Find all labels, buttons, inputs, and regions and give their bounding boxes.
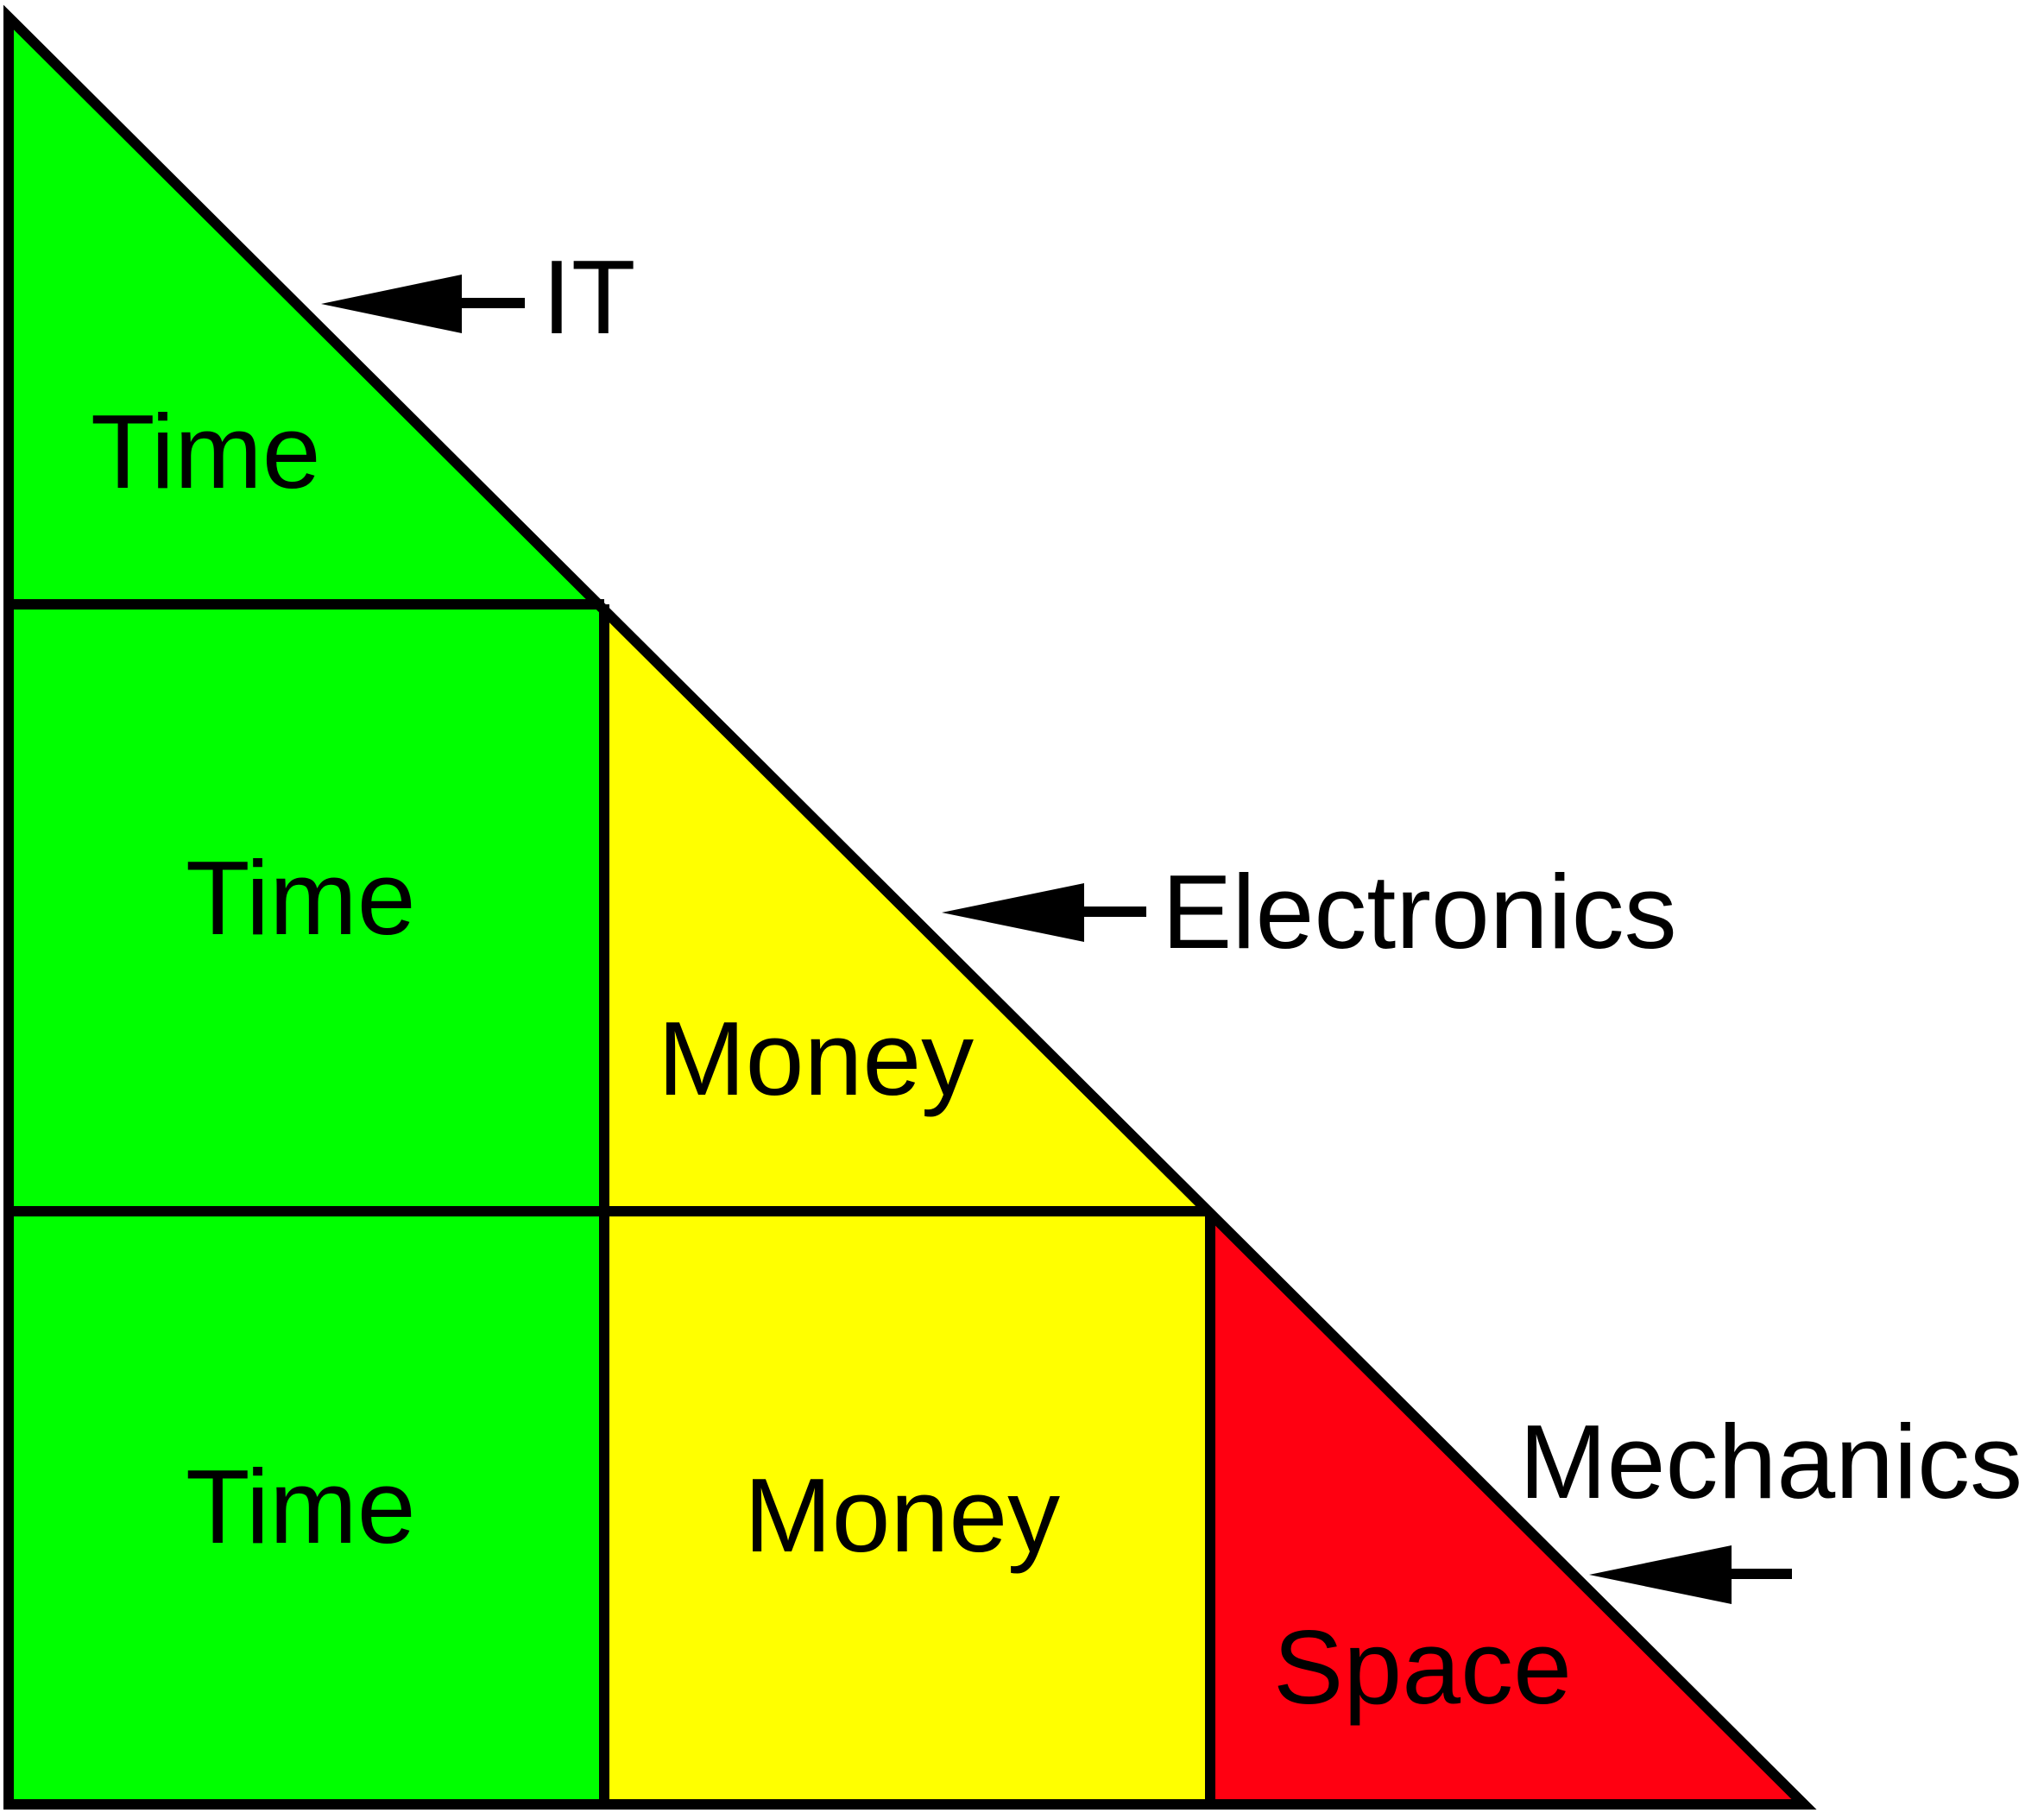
cell-label-middle-money: Money: [658, 1000, 974, 1117]
cell-label-bottom-money: Money: [744, 1456, 1060, 1574]
cell-label-middle-time: Time: [186, 839, 416, 957]
layer-label-it: IT: [542, 238, 635, 356]
layer-label-electronics: Electronics: [1162, 853, 1677, 970]
electronics-pointer-arrow: [942, 883, 1146, 942]
mechanics-time-region: [9, 1209, 604, 1804]
it-pointer-arrow: [321, 275, 525, 333]
layer-label-mechanics: Mechanics: [1519, 1403, 2022, 1520]
electronics-time-region: [9, 604, 604, 1209]
mechanics-pointer-arrow: [1589, 1545, 1792, 1604]
cell-label-bottom-time: Time: [186, 1448, 416, 1565]
cell-label-bottom-space: Space: [1273, 1608, 1572, 1726]
outer-triangle-outline: [3, 4, 1817, 1810]
mechanics-money-region: [604, 1209, 1208, 1804]
cell-label-top-time: Time: [91, 393, 321, 510]
